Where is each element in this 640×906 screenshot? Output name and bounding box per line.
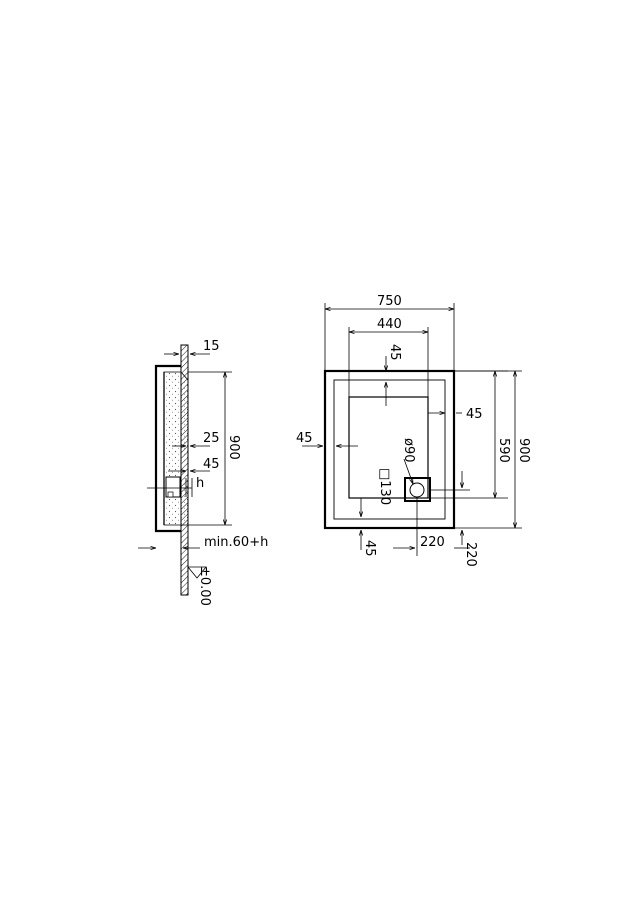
section-dim-25: 25: [203, 431, 220, 446]
section-dim-min60h: min.60+h: [204, 535, 268, 550]
plan-dim-drain-box: □130: [377, 468, 392, 505]
plan-dim-220-y: 220: [463, 542, 478, 567]
plan-view: 750 440 45 45 45 590 900 ø90 □130: [296, 294, 531, 567]
plan-dim-750: 750: [377, 294, 402, 309]
section-dim-h: h: [196, 476, 204, 491]
plan-dim-900: 900: [516, 438, 531, 463]
plan-dim-45-right: 45: [466, 407, 483, 422]
plan-dim-440: 440: [377, 317, 402, 332]
section-dim-900: 900: [226, 435, 241, 460]
plan-dim-220-x: 220: [420, 535, 445, 550]
tray-inner-rim: [333, 379, 446, 520]
plan-dim-45-left: 45: [296, 431, 313, 446]
drain-box: [404, 477, 431, 502]
section-view: 15 900 25 45 h min.60+h ±0.00: [138, 339, 268, 606]
tray-basin: [348, 396, 429, 499]
section-dim-15: 15: [203, 339, 220, 354]
plan-dim-45-top: 45: [387, 344, 402, 361]
tray-outer-rim: [323, 369, 456, 530]
section-level-zero: ±0.00: [197, 566, 212, 606]
drain-circle: [409, 482, 425, 498]
section-dim-45: 45: [203, 457, 220, 472]
plan-dim-590: 590: [496, 438, 511, 463]
plan-dim-45-bottom: 45: [362, 540, 377, 557]
plan-dim-drain-diameter: ø90: [401, 438, 416, 463]
tray-fill: [163, 371, 189, 526]
tray-body: [154, 364, 181, 533]
